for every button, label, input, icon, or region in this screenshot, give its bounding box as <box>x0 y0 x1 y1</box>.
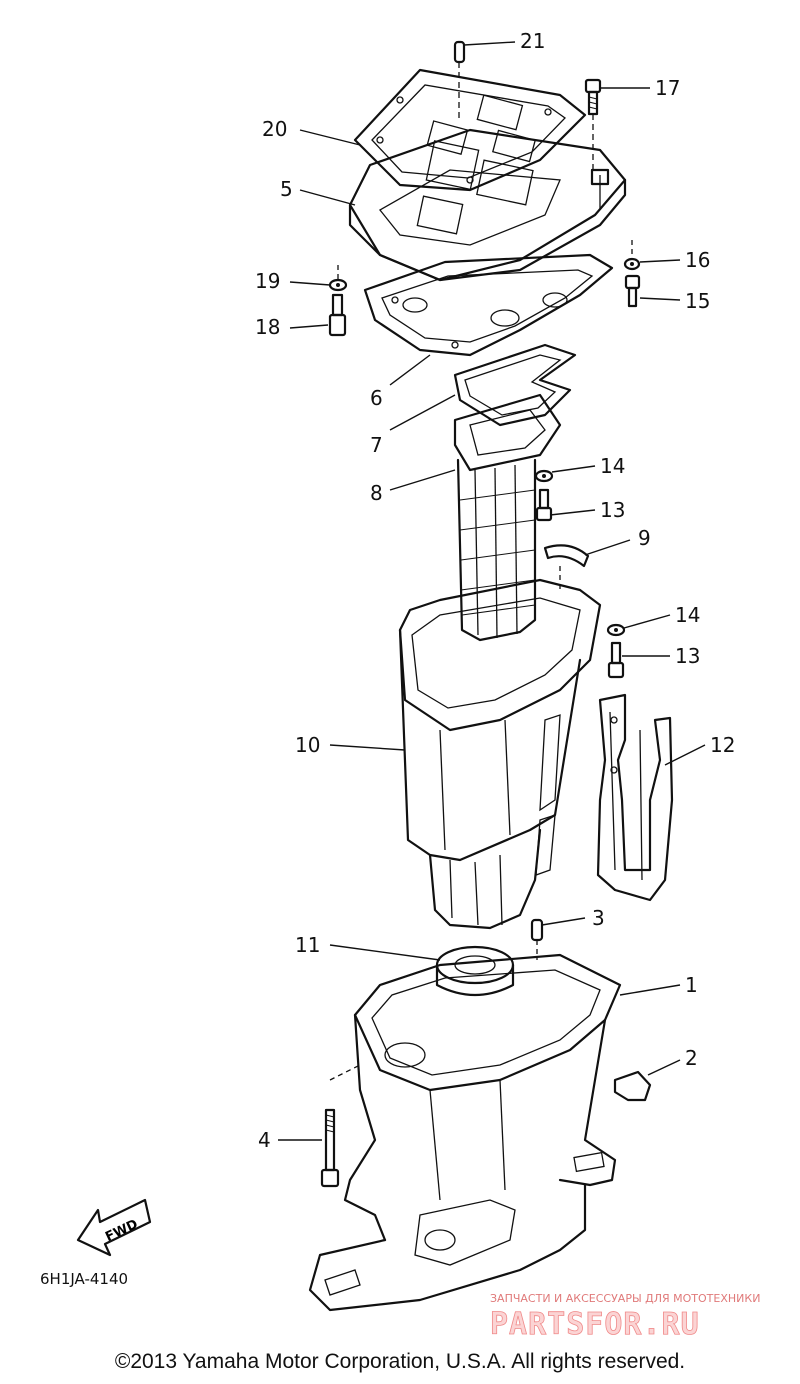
part-18-bolt <box>328 265 347 337</box>
part-15-bolt <box>624 240 641 308</box>
part-2-plug <box>613 1070 652 1102</box>
part-17-bolt <box>584 78 602 170</box>
part-6-gasket <box>363 253 614 357</box>
callout-13-upper: 13 <box>600 498 625 522</box>
callout-16: 16 <box>685 248 710 272</box>
leader-lines <box>278 41 706 1141</box>
callout-2: 2 <box>685 1046 698 1070</box>
callout-21: 21 <box>520 29 545 53</box>
callout-20: 20 <box>262 117 287 141</box>
callout-15: 15 <box>685 289 710 313</box>
part-1-lower-casing <box>308 953 622 1312</box>
copyright-notice: ©2013 Yamaha Motor Corporation, U.S.A. A… <box>114 1350 686 1373</box>
watermark: ЗАПЧАСТИ И АКСЕССУАРЫ ДЛЯ МОТОТЕХНИКИ PA… <box>490 1292 761 1342</box>
part-14-washer-lower <box>606 623 626 637</box>
watermark-brand: PARTSFOR.RU <box>490 1307 700 1342</box>
part-19-washer <box>328 278 348 292</box>
callout-17: 17 <box>655 76 680 100</box>
part-7-gasket <box>453 343 577 427</box>
callout-13-lower: 13 <box>675 644 700 668</box>
part-13-bolt-lower <box>607 641 625 679</box>
part-5-exhaust-guide <box>348 128 627 282</box>
callout-1: 1 <box>685 973 698 997</box>
part-20-gasket <box>353 68 587 192</box>
part-12-seal <box>596 693 674 902</box>
part-11-mount <box>435 945 515 997</box>
fwd-label: FWD <box>103 1217 140 1245</box>
callout-19: 19 <box>255 269 280 293</box>
callout-5: 5 <box>280 177 293 201</box>
watermark-tagline: ЗАПЧАСТИ И АКСЕССУАРЫ ДЛЯ МОТОТЕХНИКИ <box>490 1292 760 1305</box>
callout-10: 10 <box>295 733 320 757</box>
callout-9: 9 <box>638 526 651 550</box>
part-8-exhaust-pipe <box>453 393 562 642</box>
part-3-dowel <box>530 918 544 960</box>
part-16-washer <box>623 257 641 271</box>
part-10-upper-casing <box>398 578 602 930</box>
callout-11: 11 <box>295 933 320 957</box>
callout-3: 3 <box>592 906 605 930</box>
callout-4: 4 <box>258 1128 271 1152</box>
callout-7: 7 <box>370 433 383 457</box>
part-13-bolt-upper <box>535 488 553 522</box>
callout-6: 6 <box>370 386 383 410</box>
part-14-washer-upper <box>534 469 554 483</box>
diagram-code: 6H1JA-4140 <box>40 1270 129 1288</box>
callout-14-upper: 14 <box>600 454 625 478</box>
callout-14-lower: 14 <box>675 603 700 627</box>
part-4-long-bolt <box>320 1064 361 1188</box>
callout-12: 12 <box>710 733 735 757</box>
callout-labels: 21 17 20 5 16 19 15 18 6 7 14 8 13 9 14 … <box>255 29 735 1152</box>
callout-18: 18 <box>255 315 280 339</box>
part-21-dowel-pin <box>453 40 466 120</box>
callout-8: 8 <box>370 481 383 505</box>
fwd-arrow-icon: FWD <box>76 1198 152 1257</box>
